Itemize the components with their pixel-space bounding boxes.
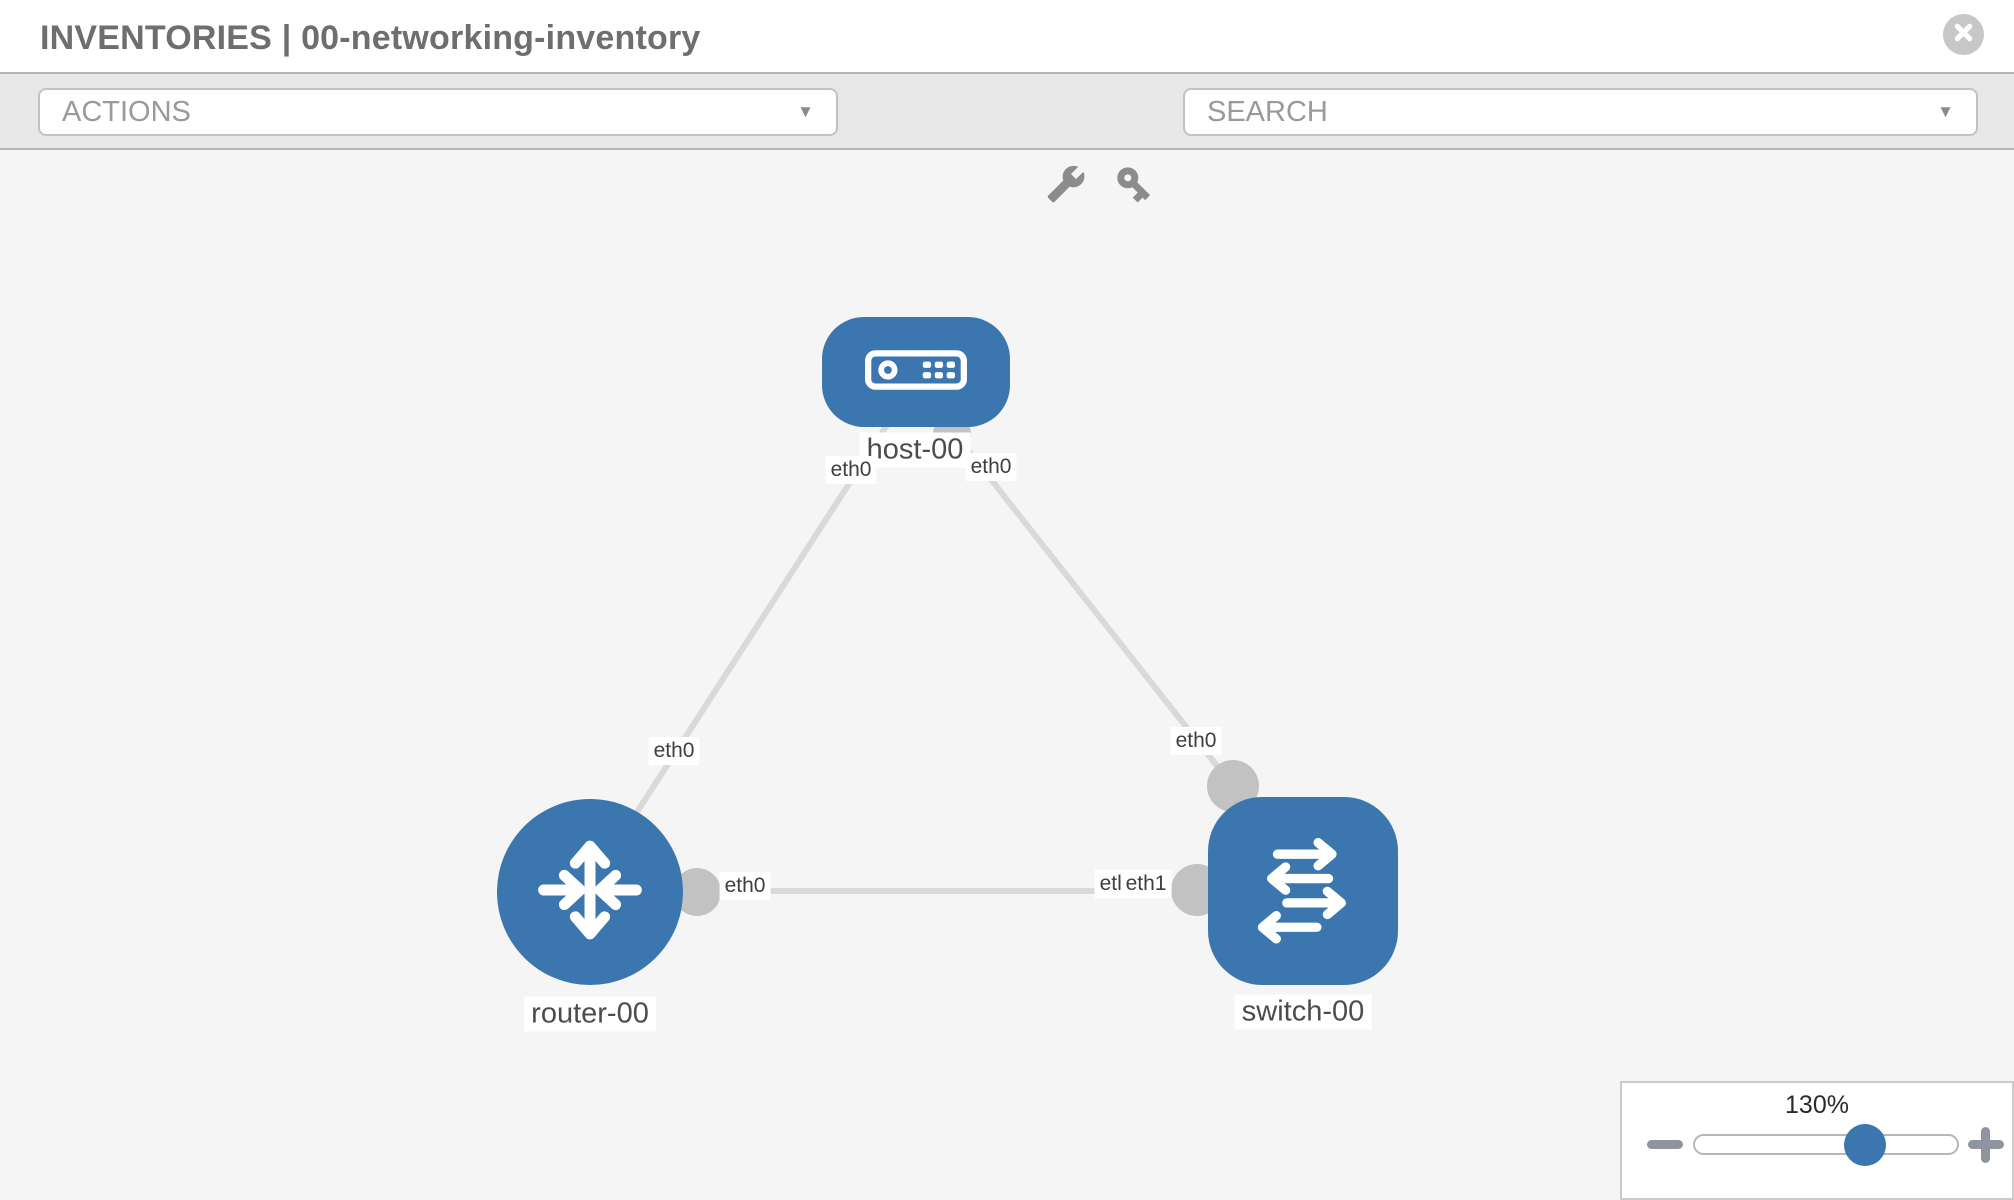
toolbar: ACTIONS ▼ SEARCH ▼ [0, 72, 2014, 203]
interface-label: eth0 [719, 872, 771, 900]
wrench-icon [1046, 164, 1086, 209]
key-icon [1113, 163, 1155, 210]
search-dropdown-label: SEARCH [1207, 95, 1328, 128]
chevron-down-icon: ▼ [797, 102, 814, 121]
plus-icon-bar [1981, 1127, 1990, 1163]
node-host-00[interactable] [822, 317, 1010, 427]
page-title: INVENTORIES | 00-networking-inventory [40, 19, 701, 57]
zoom-panel: 130% [1620, 1081, 2014, 1200]
zoom-slider-track[interactable] [1693, 1134, 1959, 1155]
node-router-00[interactable] [497, 799, 683, 985]
interface-label: eth0 [825, 456, 877, 484]
chevron-down-icon: ▼ [1937, 102, 1954, 121]
node-switch-00[interactable] [1208, 797, 1398, 985]
actions-dropdown-label: ACTIONS [62, 95, 191, 128]
zoom-in-button[interactable] [1968, 1127, 2004, 1163]
router-icon [529, 829, 651, 956]
zoom-out-button[interactable] [1647, 1140, 1683, 1149]
close-button[interactable] [1943, 14, 1984, 55]
interface-label: eth0 [648, 737, 700, 765]
close-icon [1953, 22, 1974, 48]
switch-icon [1245, 831, 1361, 952]
interface-label: eth0 [965, 453, 1017, 481]
host-icon [864, 348, 968, 397]
topology-canvas[interactable] [0, 150, 2014, 1200]
page-header: INVENTORIES | 00-networking-inventory [0, 0, 2014, 72]
interface-label: eth1 [1120, 870, 1172, 898]
zoom-slider-knob[interactable] [1844, 1124, 1886, 1166]
credentials-button[interactable] [1112, 164, 1156, 208]
zoom-level-value: 130% [1785, 1091, 1849, 1119]
interface-label: eth0 [1170, 727, 1222, 755]
search-dropdown[interactable]: SEARCH ▼ [1183, 88, 1978, 136]
configure-button[interactable] [1044, 164, 1088, 208]
node-label-router: router-00 [524, 996, 656, 1032]
node-label-switch: switch-00 [1234, 994, 1372, 1030]
actions-dropdown[interactable]: ACTIONS ▼ [38, 88, 838, 136]
